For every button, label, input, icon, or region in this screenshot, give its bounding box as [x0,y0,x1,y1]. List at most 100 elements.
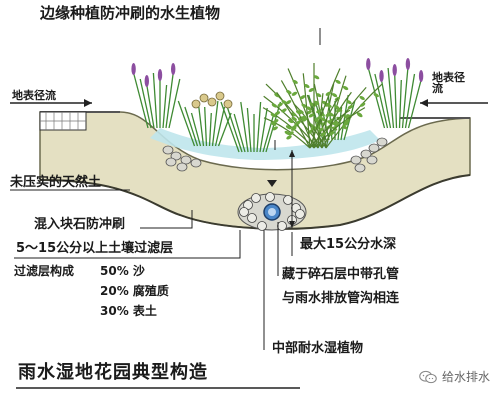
reed-blade [404,73,416,129]
shrub-leaf [301,103,307,108]
gravel-stone [190,158,202,168]
shrub-leaf [329,131,335,136]
shrub-leaf [332,120,339,125]
shrub-leaf [316,115,323,120]
flower-spike [131,63,136,75]
flower-spike [379,70,384,82]
shrub-leaf [308,87,315,93]
shrub-leaf [325,112,331,117]
reed-blade [401,67,409,129]
shrub-leaf [299,95,306,100]
gravel-stone [376,137,388,147]
shrub-leaf [272,126,278,131]
reed-blade [208,112,212,147]
watermark: 给水排水 [419,368,490,385]
shrub-leaf [316,109,322,114]
filter-composition-title: 过滤层构成 [14,264,75,278]
shrub-leaf [325,91,332,96]
reed-blade [262,113,275,153]
shrub-leaf [273,119,279,124]
shrub-leaf [335,79,341,84]
shrub-leaf [274,93,280,98]
trench-stone [257,221,267,231]
shrub-leaf [359,102,366,107]
shrub-leaf [336,108,342,113]
reed-blade [327,94,333,141]
shrub-leaf [295,110,302,115]
flower-spike [392,64,397,76]
shrub-leaf [300,115,307,120]
shrub-leaf [271,103,278,108]
shrub-leaf [331,93,338,98]
pipe-note-line-2: 与雨水排放管沟相连 [282,291,400,306]
shrub-branch [263,117,311,149]
watermark-text: 给水排水 [441,370,490,384]
reed-blade [246,107,252,153]
shrub-leaf [342,86,349,91]
flower-spike [366,58,371,70]
shrub-branch [313,107,366,149]
reed-blade [394,73,398,129]
flower-spike [418,70,424,82]
downward-arrow [267,180,277,187]
shrub-leaf [274,111,281,116]
flower-spike [157,69,163,81]
runoff-arrow-right [420,99,488,107]
pipe-note-line-1: 藏于碎石层中带孔管 [282,267,400,282]
shrub-leaf [277,102,283,107]
paving-block [39,111,87,131]
shrub-branch [325,83,383,149]
shrub-leaf [326,103,332,108]
shrub-leaf [306,106,312,111]
shrub-leaf [291,91,298,96]
flower-spike [405,58,411,70]
shrub-leaf [295,120,302,125]
reed-blade [152,72,158,129]
shrub-leaf [270,113,277,118]
shrub-leaf [304,83,310,89]
surface-runoff-left: 地表径流 [12,89,56,102]
max-depth-label: 最大15公分水深 [300,237,397,252]
trench-stone [295,209,305,219]
shrub-leaf [344,119,350,124]
shrub-leaf [292,79,298,84]
top-title: 边缘种植防冲刷的水生植物 [40,4,221,22]
composition-topsoil: 30% 表土 [100,304,157,318]
seed-head [215,91,225,101]
reed-blade [146,84,155,129]
middle-plants-label: 中部耐水湿植物 [272,341,364,356]
shrub-leaf [346,100,352,105]
diagram-title: 雨水湿地花园典型构造 [18,362,208,383]
shrub-leaf [359,95,365,101]
gravel-stone [366,155,378,165]
reed-blade [256,101,262,153]
seed-head [207,97,217,107]
reed-blade [168,78,181,129]
shrub-leaf [281,108,287,113]
gravel-layer [162,137,388,173]
shrub-leaf [347,105,354,110]
water-surface [150,128,380,160]
trench-stone [283,195,293,205]
reed-blade [380,79,392,129]
shrub-branch [321,83,335,149]
gravel-stone [350,155,362,165]
reed-blade [367,67,386,129]
gravel-stone [360,149,372,159]
shrub-leaf [285,125,292,130]
runoff-arrow-left [10,99,92,107]
shrub-leaf [298,109,304,114]
reed-blade [139,78,152,129]
reed-blade [132,72,149,129]
gravel-stone [176,162,188,172]
reed-blade [240,101,249,153]
reed-blade [265,101,282,153]
gravel-stone [165,157,177,167]
trench-stone [247,213,257,223]
shrub-leaf [291,125,297,130]
shrub-leaf [306,110,312,115]
shrub-branch [263,95,319,149]
shrub-leaf [286,135,292,140]
trench-stone [277,221,287,231]
reed-blade [217,112,232,147]
